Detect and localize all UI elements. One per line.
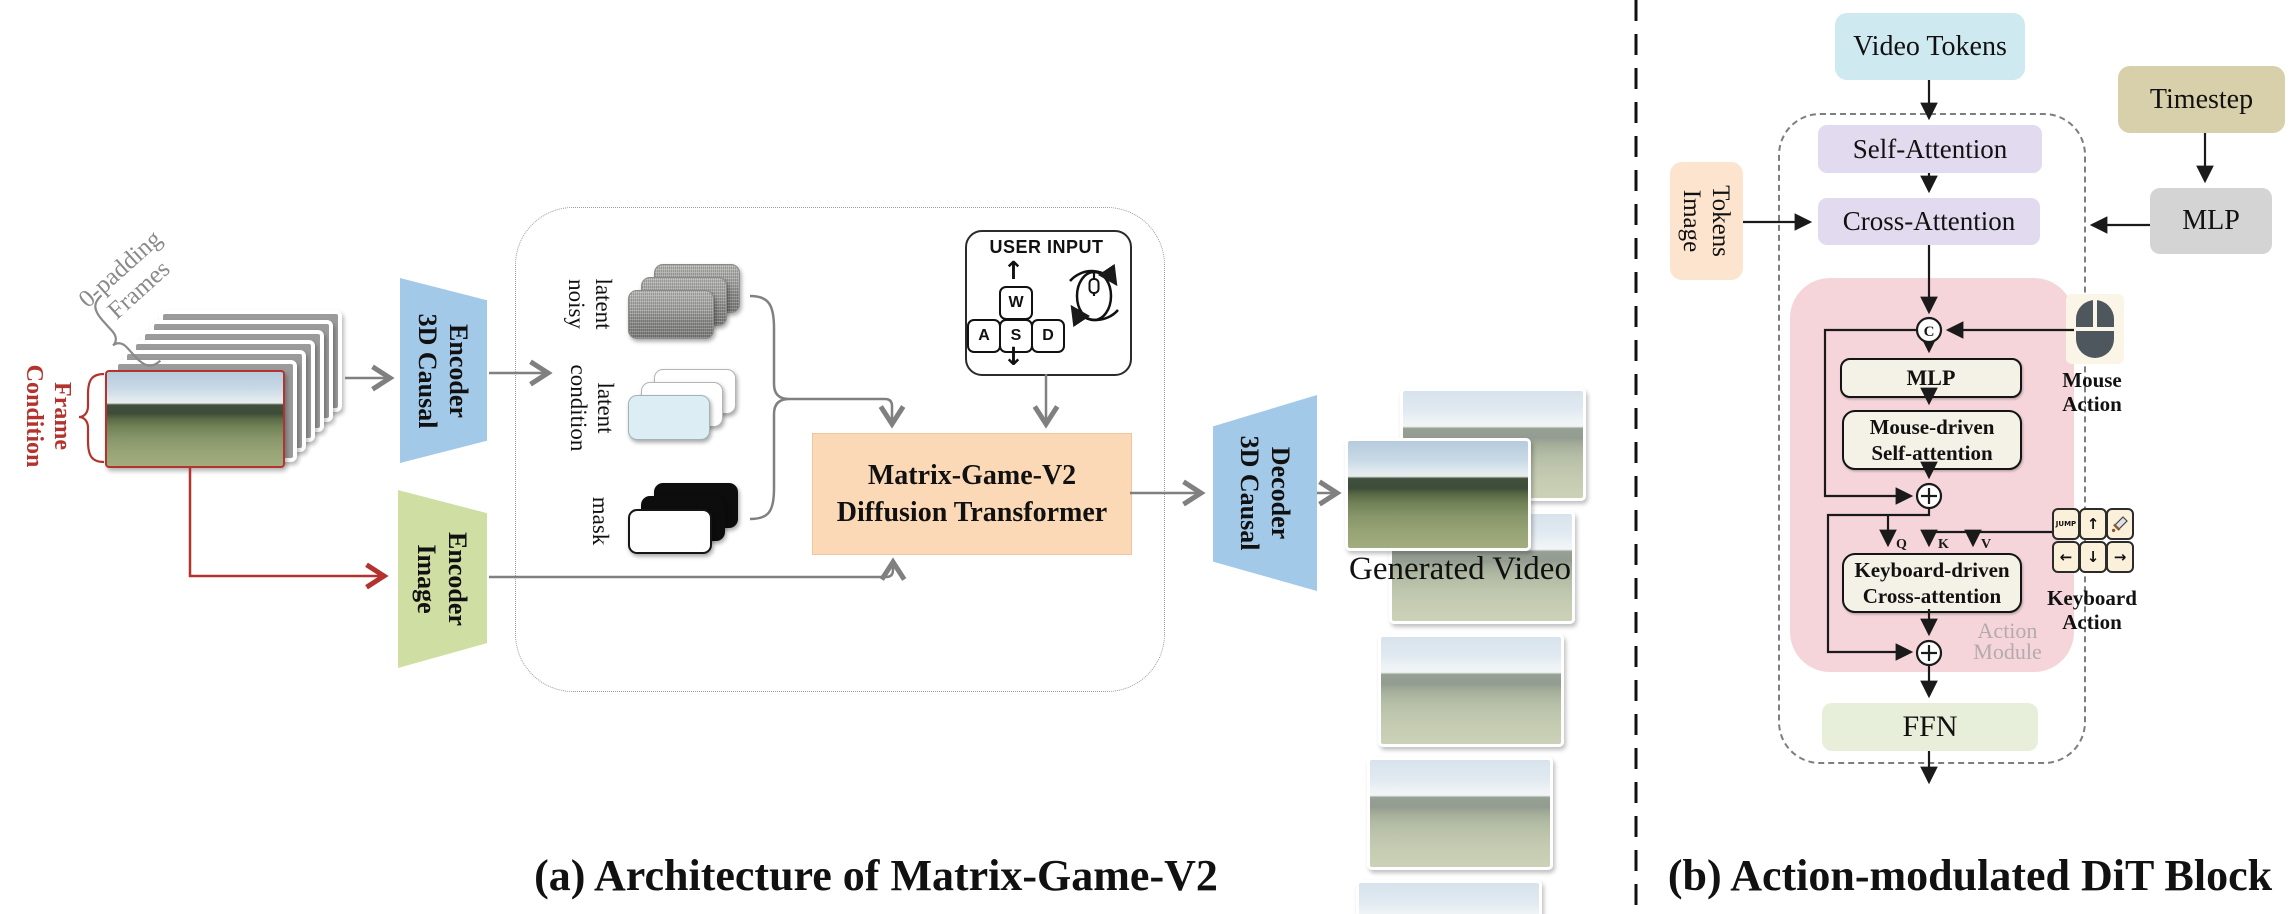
key-right: → xyxy=(2106,541,2134,573)
encoder-3d-line2: Encoder xyxy=(444,324,473,418)
mouse-action-label: Mouse Action xyxy=(2046,368,2138,416)
up-arrow-icon: ↑ xyxy=(1003,256,1024,285)
mouse-icon-vsplit xyxy=(2093,300,2097,329)
keyboard-action-label: Keyboard Action xyxy=(2040,586,2144,634)
image-tokens-box xyxy=(1670,162,1743,280)
action-module-label: Action Module xyxy=(1955,618,2060,664)
image-encoder-line2: Encoder xyxy=(443,532,472,626)
generated-video-label: Generated Video xyxy=(1349,551,1571,587)
condition-latent-label: latent condition xyxy=(565,356,619,460)
timestep-box: Timestep xyxy=(2118,66,2285,133)
key-w: W xyxy=(999,286,1033,320)
mouse-action-line1: Mouse xyxy=(2062,368,2122,392)
mouse-driven-line2: Self-attention xyxy=(1871,441,1993,465)
image-tokens-line2: Tokens xyxy=(1707,185,1734,257)
cross-attention-box: Cross-Attention xyxy=(1818,198,2040,245)
keyboard-driven-cross-attention-box: Keyboard-driven Cross-attention xyxy=(1842,553,2022,613)
noisy-latent-line1: noisy xyxy=(564,279,589,329)
mouse-icon-hsplit xyxy=(2076,327,2114,331)
image-encoder-shape xyxy=(398,490,487,668)
mouse-action-line2: Action xyxy=(2062,392,2122,416)
mouse-driven-line1: Mouse-driven xyxy=(1869,415,1995,439)
mask-label-text: mask xyxy=(588,496,614,546)
condition-frame-label: Frame Condition xyxy=(20,358,76,474)
noisy-latent-line2: latent xyxy=(591,278,616,330)
panel-b-caption: (b) Action-modulated DiT Block xyxy=(1667,851,2273,900)
diffusion-transformer-box: Matrix-Game-V2 Diffusion Transformer xyxy=(812,433,1132,555)
mlp-timestep-box: MLP xyxy=(2150,188,2272,254)
decoder-3d-line1: 3D Causal xyxy=(1235,435,1264,551)
key-sword xyxy=(2106,508,2134,540)
action-module-line1: Action xyxy=(1977,618,2038,643)
condition-latent-line2: latent xyxy=(593,382,618,434)
mask-label: mask xyxy=(588,492,614,550)
key-up: ↑ xyxy=(2079,508,2107,540)
panel-a-caption: (a) Architecture of Matrix-Game-V2 xyxy=(534,851,1218,900)
decoder-3d-causal-shape xyxy=(1213,395,1317,591)
mask-card-white xyxy=(628,509,712,554)
encoder-3d-causal-shape xyxy=(400,278,487,463)
key-jump: JUMP xyxy=(2052,508,2080,540)
noisy-latent-label: latent noisy xyxy=(563,264,617,344)
user-input-title: USER INPUT xyxy=(989,237,1104,257)
image-encoder-label: Encoder Image xyxy=(410,504,474,654)
condition-frame-line2: Frame xyxy=(49,382,75,450)
key-down: ↓ xyxy=(2079,541,2107,573)
generated-frame-front xyxy=(1345,438,1531,551)
keyboard-driven-line2: Cross-attention xyxy=(1862,584,2002,608)
condition-latent-card xyxy=(628,395,710,440)
video-tokens-box: Video Tokens xyxy=(1835,13,2025,80)
key-left: ← xyxy=(2052,541,2080,573)
ffn-box: FFN xyxy=(1822,703,2038,751)
encoder-3d-causal-label: Encoder 3D Causal xyxy=(411,291,475,451)
image-tokens-line1: Image xyxy=(1678,189,1705,253)
down-arrow-icon: ↓ xyxy=(1003,342,1024,371)
decoder-3d-causal-label: Decoder 3D Causal xyxy=(1233,413,1297,573)
noisy-latent-card xyxy=(628,290,714,339)
panel-a-dashed-container xyxy=(515,207,1165,692)
mlp-inner-box: MLP xyxy=(1840,358,2022,398)
encoder-3d-line1: 3D Causal xyxy=(413,313,442,429)
condition-frame-image xyxy=(105,370,285,468)
mlp-inner-label: MLP xyxy=(1906,365,1956,390)
image-encoder-line1: Image xyxy=(412,544,441,614)
key-a: A xyxy=(967,319,1001,353)
image-tokens-label: Tokens Image xyxy=(1678,166,1734,276)
condition-latent-line1: condition xyxy=(566,364,591,452)
keyboard-action-line1: Keyboard xyxy=(2047,586,2137,610)
generated-video-stack xyxy=(1345,388,1586,914)
sword-icon xyxy=(2111,516,2128,533)
key-d: D xyxy=(1031,319,1065,353)
mouse-driven-self-attention-box: Mouse-driven Self-attention xyxy=(1842,410,2022,470)
keyboard-driven-line1: Keyboard-driven xyxy=(1854,558,2010,582)
condition-frame-line1: Condition xyxy=(21,364,47,468)
keyboard-action-line2: Action xyxy=(2062,610,2122,634)
transformer-line1: Matrix-Game-V2 xyxy=(867,460,1077,491)
generated-frame xyxy=(1356,880,1542,914)
transformer-line2: Diffusion Transformer xyxy=(836,497,1108,528)
self-attention-box: Self-Attention xyxy=(1818,125,2042,173)
generated-frame xyxy=(1367,757,1553,870)
action-module-line2: Module xyxy=(1973,639,2042,664)
generated-frame xyxy=(1378,634,1564,747)
decoder-3d-line2: Decoder xyxy=(1266,446,1295,540)
